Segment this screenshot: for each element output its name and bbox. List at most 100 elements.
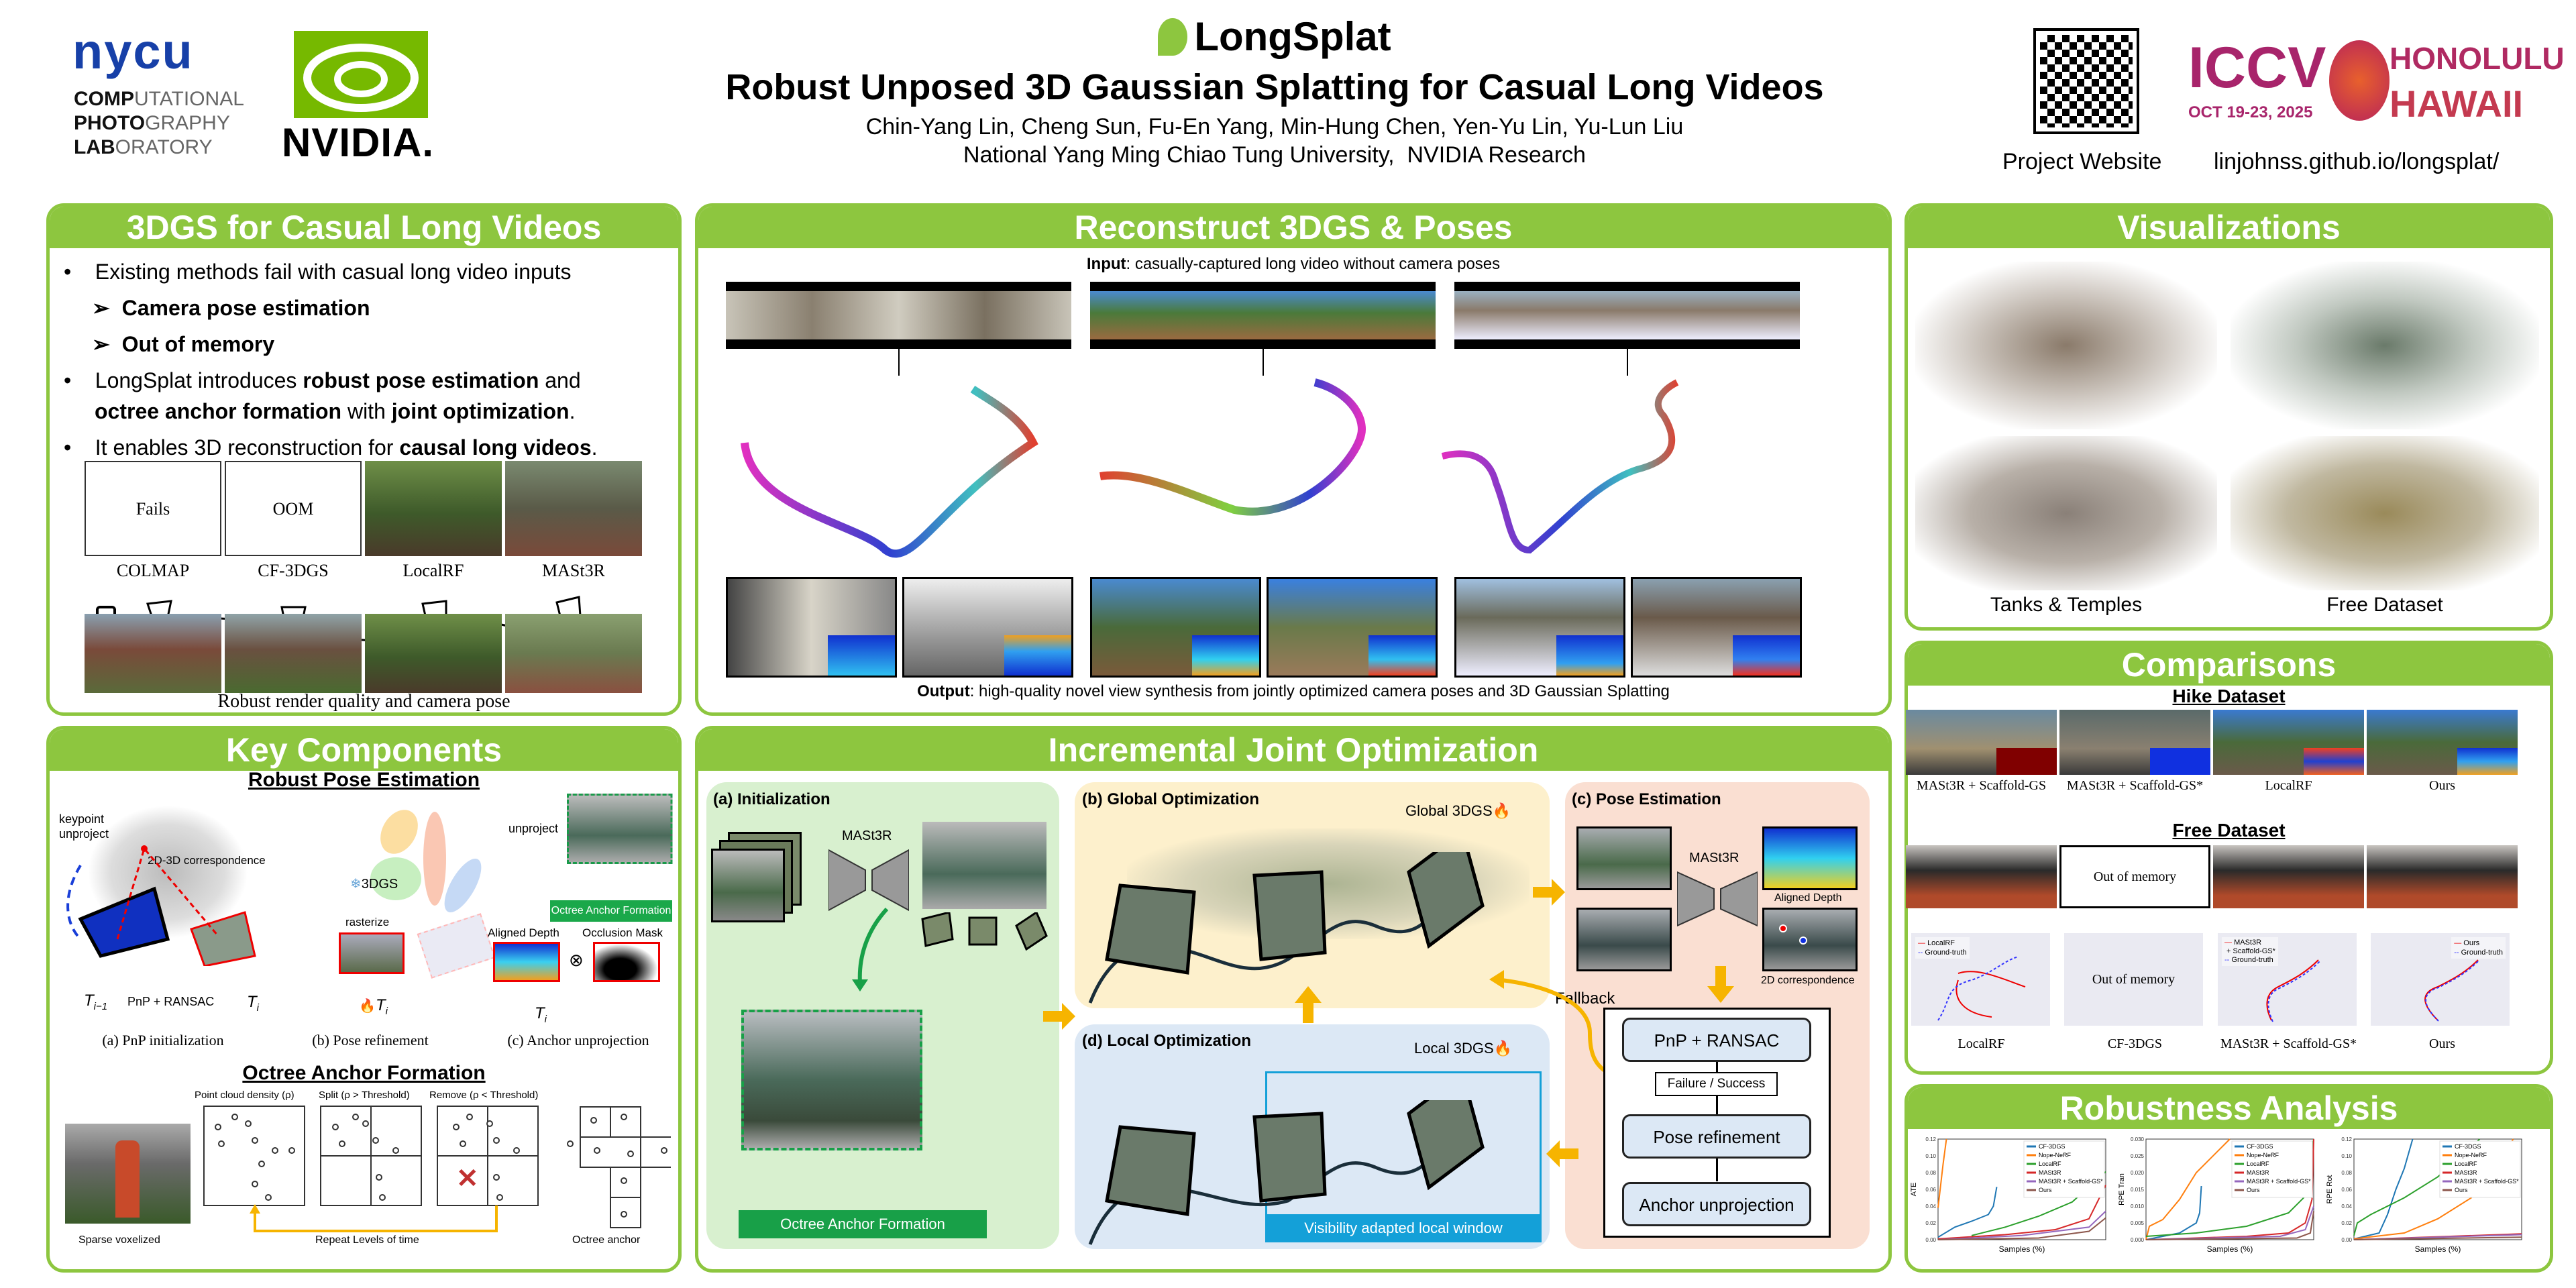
global-3dgs-label: Global 3DGS🔥 — [1405, 802, 1511, 820]
filmstrip-frames — [1090, 291, 1436, 339]
lab-line-rest: ORATORY — [115, 136, 213, 158]
split-label: Split (ρ > Threshold) — [319, 1089, 410, 1101]
t-symbol: T — [247, 993, 257, 1011]
series-line-cf-3dgs — [1937, 1187, 1998, 1238]
hike-label: Ours — [2429, 778, 2455, 793]
octree-anchor-label: Octree anchor — [572, 1234, 641, 1246]
pnp-diagram — [66, 845, 256, 966]
y-tick-label: 0.020 — [2131, 1170, 2145, 1176]
octree-grids: ✕ — [203, 1106, 671, 1232]
iccv-place2: HAWAII — [2390, 83, 2524, 125]
local-to-global-arrow — [1295, 986, 1322, 1023]
y-axis-label: RPE Tran — [2118, 1173, 2126, 1205]
panel-title: Robustness Analysis — [1908, 1087, 2550, 1129]
method-label-cf3dgs: CF-3DGS — [258, 561, 329, 580]
legend-label: MASt3R — [2455, 1169, 2477, 1176]
global-cameras-trajectory — [1088, 852, 1485, 1004]
hike-label: MASt3R + Scaffold-GS* — [2066, 778, 2204, 793]
legend-label: MASt3R + Scaffold-GS* — [2247, 1178, 2311, 1185]
legend-label: Nope-NeRF — [2455, 1152, 2487, 1159]
output-view-image — [902, 577, 1073, 678]
legend-box — [2231, 1140, 2313, 1198]
y-axis-label: ATE — [1910, 1183, 1918, 1197]
legend-label: MASt3R + Scaffold-GS* — [2455, 1178, 2519, 1185]
filmstrip-forest — [1090, 282, 1436, 349]
keypoint-unproject-label: keypoint unproject — [59, 812, 109, 841]
pose-aligned-depth-image — [1762, 826, 1858, 890]
visualization-tanks-temples-bottom — [1915, 436, 2217, 590]
iccv-logo: ICCV OCT 19-23, 2025 HONOLULU HAWAII — [2188, 35, 2565, 129]
rendered-view-image — [365, 614, 502, 693]
legend-box — [2439, 1140, 2521, 1198]
method-label-colmap: COLMAP — [116, 561, 190, 580]
pose-title: (c) Pose Estimation — [1572, 790, 1721, 808]
filmstrip-snow — [1454, 282, 1800, 349]
plot-legend: — Ours-- Ground-truth — [2451, 937, 2506, 959]
robust-pose-heading: Robust Pose Estimation — [248, 769, 480, 791]
y-tick-label: 0.04 — [1925, 1203, 1936, 1210]
pose-correspondence-image — [1762, 908, 1858, 971]
repeat-levels-label: Repeat Levels of time — [315, 1234, 419, 1246]
hike-image-mast3r-scaffold — [1906, 710, 2057, 775]
label-tanks-temples: Tanks & Temples — [1990, 594, 2143, 616]
text: LongSplat introduces — [95, 368, 303, 392]
y-axis-label: RPE Rot — [2326, 1175, 2334, 1204]
project-website-label[interactable]: Project Website — [2002, 149, 2162, 174]
output-caption: Output: high-quality novel view synthesi… — [695, 682, 1892, 701]
legend-label: MASt3R — [2039, 1169, 2061, 1176]
y-tick-label: 0.000 — [2131, 1237, 2145, 1243]
output-bold: Output — [917, 682, 970, 700]
legend-label: MASt3R + Scaffold-GS* — [2039, 1178, 2103, 1185]
t-i-anchor-label: Ti — [535, 1004, 547, 1025]
y-tick-label: 0.06 — [1925, 1187, 1936, 1193]
legend-label: LocalRF — [1927, 939, 1955, 947]
panel-title: Reconstruct 3DGS & Poses — [698, 207, 1888, 248]
init-pointcloud-image — [922, 822, 1046, 909]
free-image-ours — [2367, 845, 2518, 908]
legend-label: MASt3R + Scaffold-GS* — [2226, 938, 2275, 955]
otimes-icon: ⊗ — [569, 950, 584, 970]
pose-correspondence-label: 2D correspondence — [1761, 975, 1855, 986]
project-url-link[interactable]: linjohnss.github.io/longsplat/ — [2214, 149, 2500, 174]
text: . — [591, 435, 598, 460]
trajectory-indoor — [741, 386, 1038, 558]
global-arrow-out — [1533, 879, 1565, 906]
y-tick-label: 0.06 — [2341, 1187, 2352, 1193]
occlusion-mask-label: Occlusion Mask — [582, 926, 663, 939]
localrf-render-image — [365, 461, 502, 556]
traj-label: CF-3DGS — [2107, 1036, 2163, 1051]
pose-mast3r-network-icon — [1677, 871, 1758, 927]
t-i-refine-label: Ti — [376, 996, 388, 1017]
aligned-depth-label: Aligned Depth — [488, 926, 559, 939]
y-tick-label: 0.10 — [1925, 1153, 1936, 1159]
visibility-window-banner: Visibility adapted local window — [1265, 1214, 1542, 1242]
label-free-dataset: Free Dataset — [2326, 594, 2443, 616]
red-keypoint — [1779, 924, 1787, 932]
casual-bullets: • Existing methods fail with casual long… — [64, 254, 678, 466]
hike-image-localrf — [2213, 710, 2364, 775]
series-line-ours — [1937, 1217, 2106, 1240]
input-rest: : casually-captured long video without c… — [1126, 255, 1501, 273]
failure-success-box: Failure / Success — [1655, 1072, 1778, 1096]
hike-heading: Hike Dataset — [2172, 686, 2286, 706]
series-line-nope-nerf — [2145, 1138, 2231, 1240]
iccv-place1: HONOLULU — [2390, 41, 2565, 76]
oom-box: OOM — [225, 461, 362, 556]
legend-label: Ours — [2039, 1187, 2052, 1193]
filmstrip-frames — [1454, 291, 1800, 339]
legend-label: Nope-NeRF — [2247, 1152, 2279, 1159]
output-view-image — [1267, 577, 1438, 678]
method-label-mast3r: MASt3R — [542, 561, 605, 580]
method-label-localrf: LocalRF — [402, 561, 464, 580]
trajectory-lines — [1937, 956, 2026, 1021]
rasterized-view-image — [339, 932, 405, 974]
poster-title: Robust Unposed 3D Gaussian Splatting for… — [725, 67, 1824, 107]
reconstruction-trajectories — [741, 349, 1679, 558]
qr-code[interactable] — [2033, 28, 2139, 134]
authors: Chin-Yang Lin, Cheng Sun, Fu-En Yang, Mi… — [865, 114, 1684, 140]
project-name-row: LongSplat — [510, 13, 2039, 60]
free-heading: Free Dataset — [2172, 820, 2286, 841]
t-subscript: i — [385, 1005, 388, 1017]
y-tick-label: 0.030 — [2131, 1136, 2145, 1142]
y-tick-label: 0.12 — [1925, 1136, 1936, 1142]
